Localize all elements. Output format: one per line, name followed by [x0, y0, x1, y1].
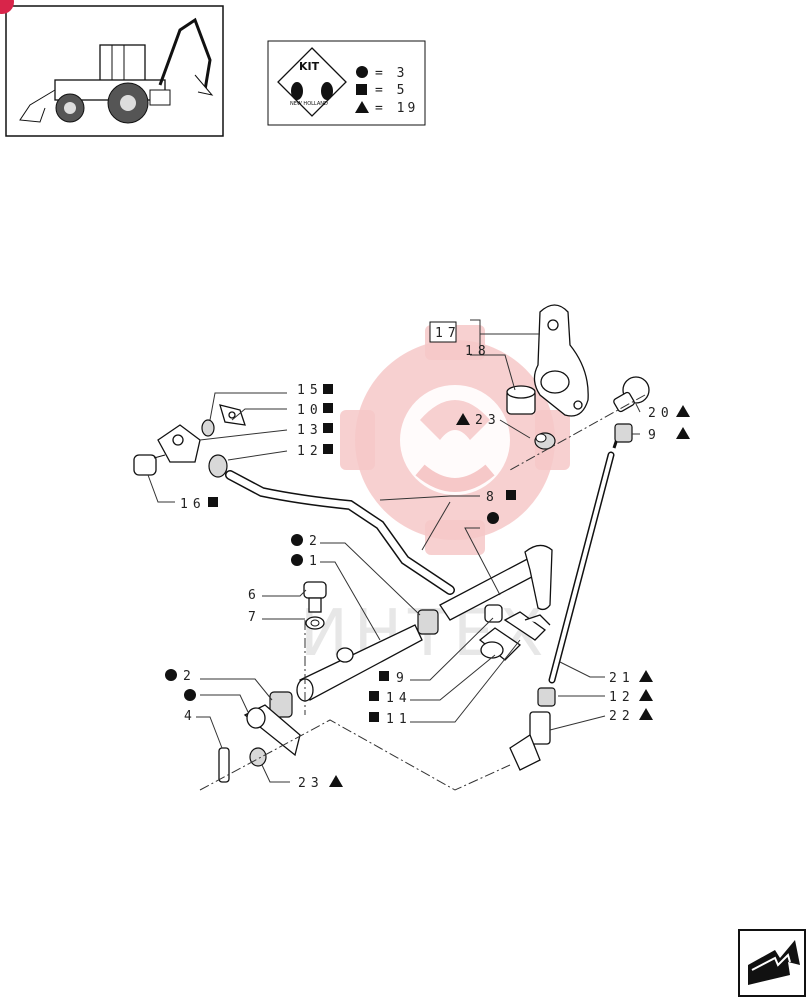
part-bushing-23-top: [534, 432, 556, 450]
legend-triangle-count: = 19: [375, 101, 418, 116]
triangle-icon: [639, 708, 653, 720]
square-icon: [369, 712, 379, 722]
callout-12-top: 12: [297, 444, 323, 459]
callout-22: 22: [609, 709, 635, 724]
legend-square-icon: [356, 84, 367, 95]
callout-14: 14: [386, 691, 412, 706]
triangle-icon: [639, 670, 653, 682]
callout-23-bottom: 23: [298, 776, 324, 791]
callout-4: 4: [184, 709, 197, 724]
legend-circle-icon: [356, 66, 368, 78]
part-lever-11: [503, 611, 551, 641]
square-icon: [323, 444, 333, 454]
square-icon: [208, 497, 218, 507]
callout-15: 15: [297, 383, 323, 398]
watermark-logo: [340, 325, 570, 555]
part-lower-lever: [243, 704, 301, 757]
part-ball-joint-22: [509, 711, 551, 771]
square-icon: [323, 423, 333, 433]
part-nut-9-top: [614, 423, 633, 443]
center-lines: [199, 394, 646, 791]
callout-11: 11: [386, 712, 412, 727]
part-bushing-9-lower: [484, 604, 503, 623]
callout-16: 16: [180, 497, 206, 512]
callout-8: 8: [486, 490, 499, 505]
square-icon: [369, 691, 379, 701]
square-icon: [323, 403, 333, 413]
callout-13: 13: [297, 423, 323, 438]
circle-icon: [291, 534, 303, 546]
square-icon: [506, 490, 516, 500]
legend-circle-count: = 3: [375, 66, 407, 81]
backhoe-loader-icon: [19, 17, 214, 124]
legend-square-count: = 5: [375, 83, 407, 98]
triangle-icon: [676, 427, 690, 439]
part-ball-joint-20: [613, 376, 650, 413]
circle-icon: [291, 554, 303, 566]
part-plate-10: [219, 404, 246, 426]
machine-thumbnail: [0, 0, 224, 137]
part-lever-17: [533, 304, 589, 417]
part-nut-12-top: [208, 454, 228, 478]
callout-23-top: 23: [475, 413, 501, 428]
callout-17: 17: [435, 326, 461, 341]
callout-17-box: [429, 321, 457, 343]
kit-brand: NEW HOLLAND: [290, 101, 328, 107]
part-clevis-13: [157, 424, 201, 463]
circle-icon: [184, 689, 196, 701]
leader-lines: [147, 319, 641, 783]
part-nut-12-bottom: [537, 687, 556, 707]
callout-18: 18: [465, 344, 491, 359]
callout-12-bottom: 12: [609, 690, 635, 705]
part-bushing-2-right: [417, 609, 439, 635]
kit-legend-box: KIT NEW HOLLAND = 3 = 5 = 19: [267, 40, 426, 126]
part-washer-15: [201, 419, 215, 437]
circle-icon: [487, 512, 499, 524]
callout-21: 21: [609, 671, 635, 686]
triangle-icon: [329, 775, 343, 787]
triangle-icon: [456, 413, 470, 425]
square-icon: [323, 384, 333, 394]
callout-9-top: 9: [648, 428, 661, 443]
callout-7: 7: [248, 610, 261, 625]
callout-9-bottom: 9: [396, 671, 409, 686]
part-pin-4: [218, 747, 230, 783]
callout-1: 1: [309, 554, 322, 569]
part-cross-lever: [439, 544, 553, 621]
callout-6: 6: [248, 588, 261, 603]
callout-20: 20: [648, 406, 674, 421]
callout-2-top: 2: [309, 534, 322, 549]
legend-triangle-icon: [355, 101, 369, 113]
part-bushing-23-bottom: [249, 747, 267, 767]
triangle-icon: [639, 689, 653, 701]
part-shaft-1: [296, 624, 423, 702]
square-icon: [379, 671, 389, 681]
part-control-rod-8: [225, 470, 455, 595]
callout-2-bottom: 2: [183, 669, 196, 684]
callout-10: 10: [297, 403, 323, 418]
part-bushing-18: [506, 385, 536, 415]
part-bolt-6: [303, 581, 327, 613]
kit-title: KIT: [299, 60, 320, 73]
part-washer-7: [305, 616, 325, 630]
next-page-arrow-icon[interactable]: [738, 929, 806, 997]
circle-icon: [165, 669, 177, 681]
triangle-icon: [676, 405, 690, 417]
part-pin-16: [133, 454, 166, 476]
part-bushing-2-left: [269, 691, 293, 718]
